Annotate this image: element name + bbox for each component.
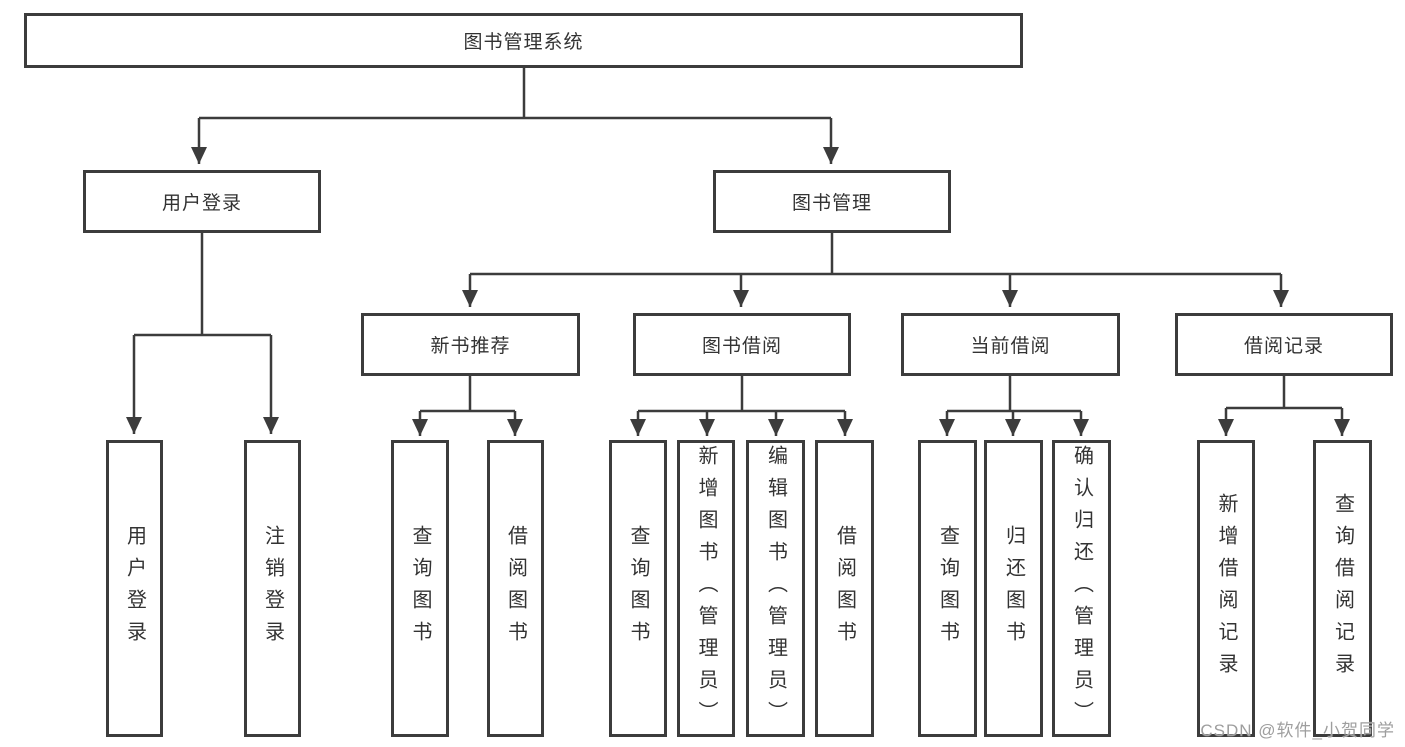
leaf-borrow-borrow-books-label: 借阅图书: [833, 524, 856, 653]
leaf-current-return-books: 归还图书: [984, 440, 1043, 737]
leaf-borrow-add-books-admin: 新增图书（管理员）: [677, 440, 735, 737]
leaf-current-confirm-return-admin: 确认归还（管理员）: [1052, 440, 1111, 737]
node-book-management-label: 图书管理: [791, 193, 872, 214]
node-borrow-records: 借阅记录: [1175, 313, 1393, 376]
leaf-current-confirm-return-admin-label: 确认归还（管理员）: [1070, 444, 1093, 733]
node-current-borrow-label: 当前借阅: [970, 336, 1051, 357]
leaf-current-query-books-label: 查询图书: [936, 524, 959, 653]
leaf-borrow-edit-books-admin: 编辑图书（管理员）: [746, 440, 805, 737]
leaf-user-login-label: 用户登录: [123, 524, 146, 653]
node-borrow-records-label: 借阅记录: [1243, 336, 1324, 357]
leaf-current-return-books-label: 归还图书: [1002, 524, 1025, 653]
node-user-login-label: 用户登录: [161, 193, 242, 214]
node-current-borrow: 当前借阅: [901, 313, 1120, 376]
leaf-borrow-borrow-books: 借阅图书: [815, 440, 874, 737]
leaf-borrow-add-books-admin-label: 新增图书（管理员）: [695, 444, 717, 733]
leaf-records-add-borrow-record-label: 新增借阅记录: [1215, 492, 1237, 685]
node-new-book-recommend-label: 新书推荐: [430, 336, 511, 357]
leaf-borrow-edit-books-admin-label: 编辑图书（管理员）: [764, 444, 787, 733]
leaf-borrow-query-books: 查询图书: [609, 440, 667, 737]
leaf-recommend-query-books-label: 查询图书: [409, 524, 431, 653]
node-book-borrow-label: 图书借阅: [701, 336, 782, 357]
leaf-records-query-borrow-record-label: 查询借阅记录: [1331, 492, 1354, 685]
leaf-recommend-borrow-books-label: 借阅图书: [504, 524, 527, 653]
csdn-watermark: CSDN @软件_小贺同学: [1200, 721, 1395, 740]
leaf-user-login: 用户登录: [106, 440, 163, 737]
leaf-logout-label: 注销登录: [261, 524, 284, 653]
leaf-recommend-query-books: 查询图书: [391, 440, 449, 737]
node-new-book-recommend: 新书推荐: [361, 313, 580, 376]
leaf-records-add-borrow-record: 新增借阅记录: [1197, 440, 1255, 737]
node-user-login: 用户登录: [83, 170, 321, 233]
leaf-logout: 注销登录: [244, 440, 301, 737]
leaf-current-query-books: 查询图书: [918, 440, 977, 737]
node-book-borrow: 图书借阅: [633, 313, 851, 376]
leaf-borrow-query-books-label: 查询图书: [627, 524, 649, 653]
node-book-management: 图书管理: [713, 170, 951, 233]
leaf-records-query-borrow-record: 查询借阅记录: [1313, 440, 1372, 737]
leaf-recommend-borrow-books: 借阅图书: [487, 440, 544, 737]
node-library-system-label: 图书管理系统: [463, 32, 584, 53]
node-library-system: 图书管理系统: [24, 13, 1023, 68]
